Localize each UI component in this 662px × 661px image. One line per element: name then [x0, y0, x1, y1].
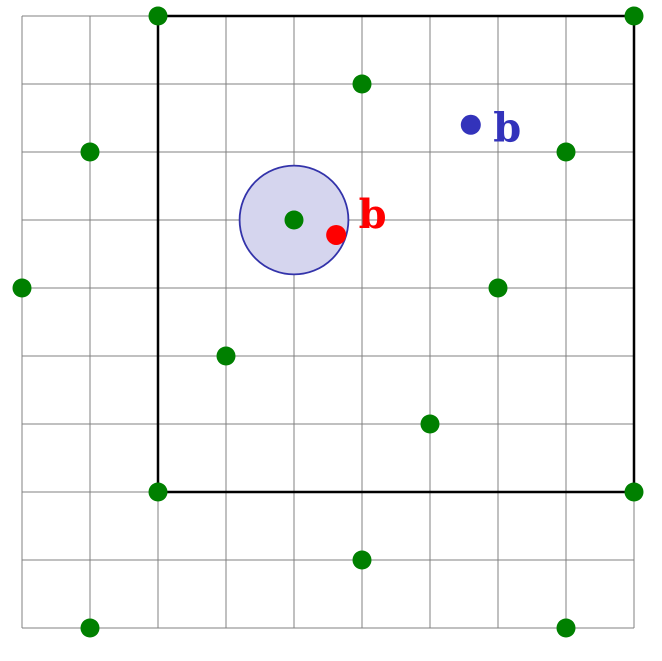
grid: [21, 15, 635, 629]
fundamental-square: [156, 14, 636, 494]
lattice-point: [284, 210, 304, 230]
marker-label-red: b: [359, 191, 387, 238]
lattice-point: [624, 482, 644, 502]
marker-point-red: [326, 224, 347, 245]
lattice-point: [148, 6, 168, 26]
lattice-point: [80, 618, 100, 638]
lattice-point: [624, 6, 644, 26]
fundamental-square-layer: [156, 14, 636, 494]
lattice-points-layer: [12, 6, 644, 638]
lattice-point: [556, 142, 576, 162]
lattice-point: [556, 618, 576, 638]
lattice-point: [12, 278, 32, 298]
lattice-point: [216, 346, 236, 366]
marker-label-blue: b: [493, 105, 521, 152]
lattice-point: [420, 414, 440, 434]
lattice-point: [352, 550, 372, 570]
lattice-point: [148, 482, 168, 502]
markers-layer: bb: [326, 105, 521, 245]
lattice-point: [488, 278, 508, 298]
lattice-point: [352, 74, 372, 94]
marker-point-blue: [460, 114, 481, 135]
lattice-point: [80, 142, 100, 162]
